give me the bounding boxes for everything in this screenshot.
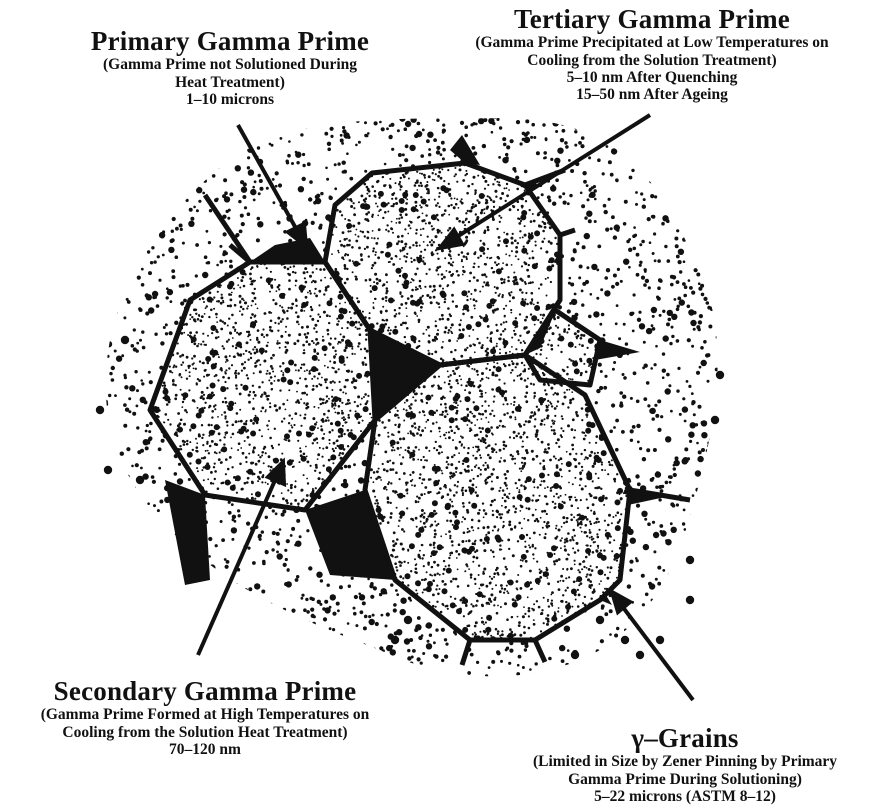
grains-size: 5–22 microns (ASTM 8–12) <box>500 788 870 805</box>
primary-size: 1–10 microns <box>70 91 390 108</box>
primary-title: Primary Gamma Prime <box>70 26 390 56</box>
tertiary-title: Tertiary Gamma Prime <box>435 4 869 34</box>
secondary-desc-2: Cooling from the Solution Heat Treatment… <box>0 724 410 741</box>
gamma-grains-label: γ–Grains (Limited in Size by Zener Pinni… <box>500 723 870 805</box>
tertiary-gamma-prime-label: Tertiary Gamma Prime (Gamma Prime Precip… <box>435 4 869 104</box>
tertiary-size-ageing: 15–50 nm After Ageing <box>435 86 869 103</box>
primary-desc-2: Heat Treatment) <box>70 74 390 91</box>
primary-gamma-prime-label: Primary Gamma Prime (Gamma Prime not Sol… <box>70 26 390 108</box>
grains-title: γ–Grains <box>500 723 870 753</box>
tertiary-desc-1: (Gamma Prime Precipitated at Low Tempera… <box>435 34 869 51</box>
secondary-gamma-prime-label: Secondary Gamma Prime (Gamma Prime Forme… <box>0 676 410 758</box>
secondary-size: 70–120 nm <box>0 741 410 758</box>
tertiary-desc-2: Cooling from the Solution Treatment) <box>435 52 869 69</box>
primary-desc-1: (Gamma Prime not Solutioned During <box>70 56 390 73</box>
tertiary-size-quenching: 5–10 nm After Quenching <box>435 69 869 86</box>
grains-desc-2: Gamma Prime During Solutioning) <box>500 771 870 788</box>
secondary-desc-1: (Gamma Prime Formed at High Temperatures… <box>0 706 410 723</box>
primary-arrow <box>238 125 306 246</box>
secondary-title: Secondary Gamma Prime <box>0 676 410 706</box>
grains-desc-1: (Limited in Size by Zener Pinning by Pri… <box>500 753 870 770</box>
grains-arrow <box>612 592 693 700</box>
